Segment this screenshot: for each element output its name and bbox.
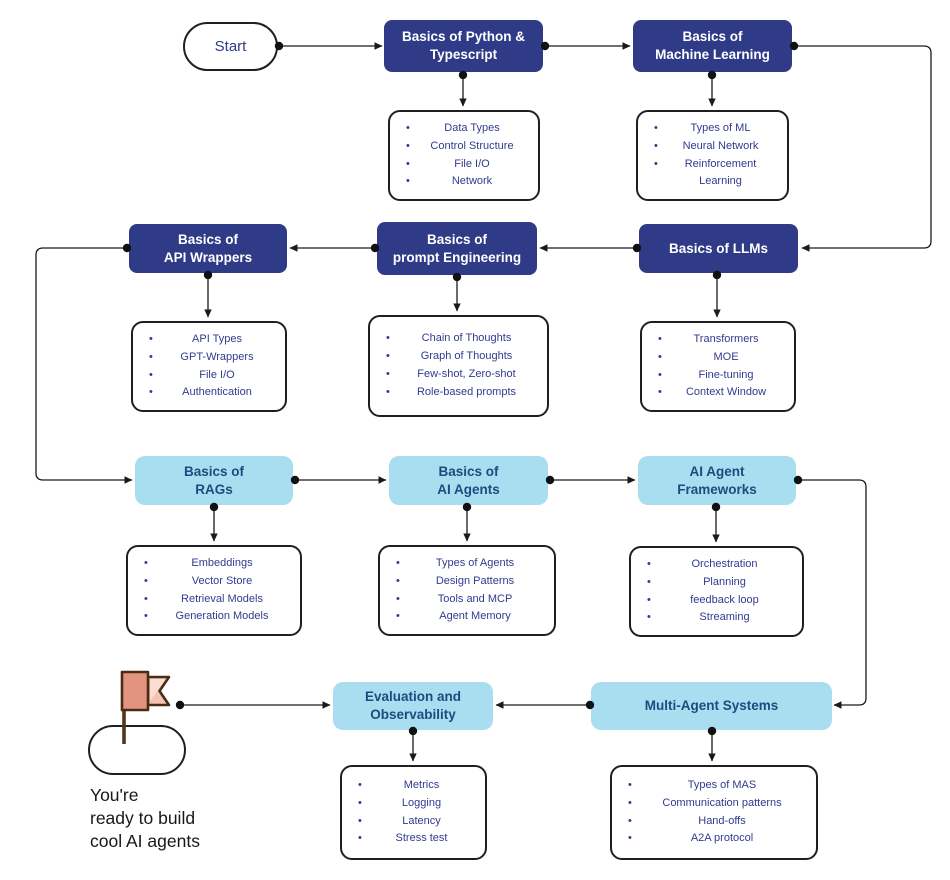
list-item: Network	[390, 173, 538, 191]
list-item: Types of Agents	[380, 555, 554, 573]
finish-node	[88, 725, 186, 775]
list-item: GPT-Wrappers	[133, 349, 285, 367]
list-item: MOE	[642, 349, 794, 367]
node-machine-learning: Basics of Machine Learning	[633, 20, 792, 72]
list-evaluation-topics: Metrics Logging Latency Stress test	[340, 765, 487, 860]
node-python-typescript: Basics of Python & Typescript	[384, 20, 543, 72]
list-item: Retrieval Models	[128, 591, 300, 609]
list-llms-topics: Transformers MOE Fine-tuning Context Win…	[640, 321, 796, 412]
list-item: Planning	[631, 574, 802, 592]
list-item: Tools and MCP	[380, 591, 554, 609]
list-item: Logging	[342, 795, 485, 813]
node-api-wrappers: Basics of API Wrappers	[129, 224, 287, 273]
start-node: Start	[183, 22, 278, 71]
node-prompt-engineering: Basics of prompt Engineering	[377, 222, 537, 275]
list-python-topics: Data Types Control Structure File I/O Ne…	[388, 110, 540, 201]
list-item: Agent Memory	[380, 608, 554, 626]
list-item: Embeddings	[128, 555, 300, 573]
list-item: Context Window	[642, 384, 794, 402]
list-item: Chain of Thoughts	[370, 330, 547, 348]
list-item: Data Types	[390, 120, 538, 138]
list-rags-topics: Embeddings Vector Store Retrieval Models…	[126, 545, 302, 636]
node-rags: Basics of RAGs	[135, 456, 293, 505]
list-item: Few-shot, Zero-shot	[370, 366, 547, 384]
list-item: Types of ML	[638, 120, 787, 138]
list-item: API Types	[133, 331, 285, 349]
list-item: Fine-tuning	[642, 367, 794, 385]
list-item: Stress test	[342, 830, 485, 848]
node-llms: Basics of LLMs	[639, 224, 798, 273]
list-item: Authentication	[133, 384, 285, 402]
list-item: File I/O	[133, 367, 285, 385]
list-item: A2A protocol	[612, 830, 816, 848]
list-item: Metrics	[342, 777, 485, 795]
node-agent-frameworks: AI Agent Frameworks	[638, 456, 796, 505]
list-item: Generation Models	[128, 608, 300, 626]
list-item: Latency	[342, 813, 485, 831]
list-api-topics: API Types GPT-Wrappers File I/O Authenti…	[131, 321, 287, 412]
list-item: feedback loop	[631, 592, 802, 610]
start-label: Start	[214, 38, 247, 55]
list-item: Orchestration	[631, 556, 802, 574]
list-item: Graph of Thoughts	[370, 348, 547, 366]
list-multiagent-topics: Types of MAS Communication patterns Hand…	[610, 765, 818, 860]
list-frameworks-topics: Orchestration Planning feedback loop Str…	[629, 546, 804, 637]
list-agents-topics: Types of Agents Design Patterns Tools an…	[378, 545, 556, 636]
list-ml-topics: Types of ML Neural Network Reinforcement…	[636, 110, 789, 201]
finish-caption: You're ready to build cool AI agents	[90, 785, 200, 852]
node-evaluation-observability: Evaluation and Observability	[333, 682, 493, 730]
list-prompt-topics: Chain of Thoughts Graph of Thoughts Few-…	[368, 315, 549, 417]
node-ai-agents: Basics of AI Agents	[389, 456, 548, 505]
node-multi-agent-systems: Multi-Agent Systems	[591, 682, 832, 730]
list-item: Reinforcement Learning	[638, 156, 787, 192]
list-item: Neural Network	[638, 138, 787, 156]
list-item: File I/O	[390, 156, 538, 174]
list-item: Hand-offs	[612, 813, 816, 831]
list-item: Transformers	[642, 331, 794, 349]
list-item: Communication patterns	[612, 795, 816, 813]
list-item: Types of MAS	[612, 777, 816, 795]
list-item: Role-based prompts	[370, 384, 547, 402]
list-item: Design Patterns	[380, 573, 554, 591]
list-item: Control Structure	[390, 138, 538, 156]
list-item: Vector Store	[128, 573, 300, 591]
list-item: Streaming	[631, 609, 802, 627]
